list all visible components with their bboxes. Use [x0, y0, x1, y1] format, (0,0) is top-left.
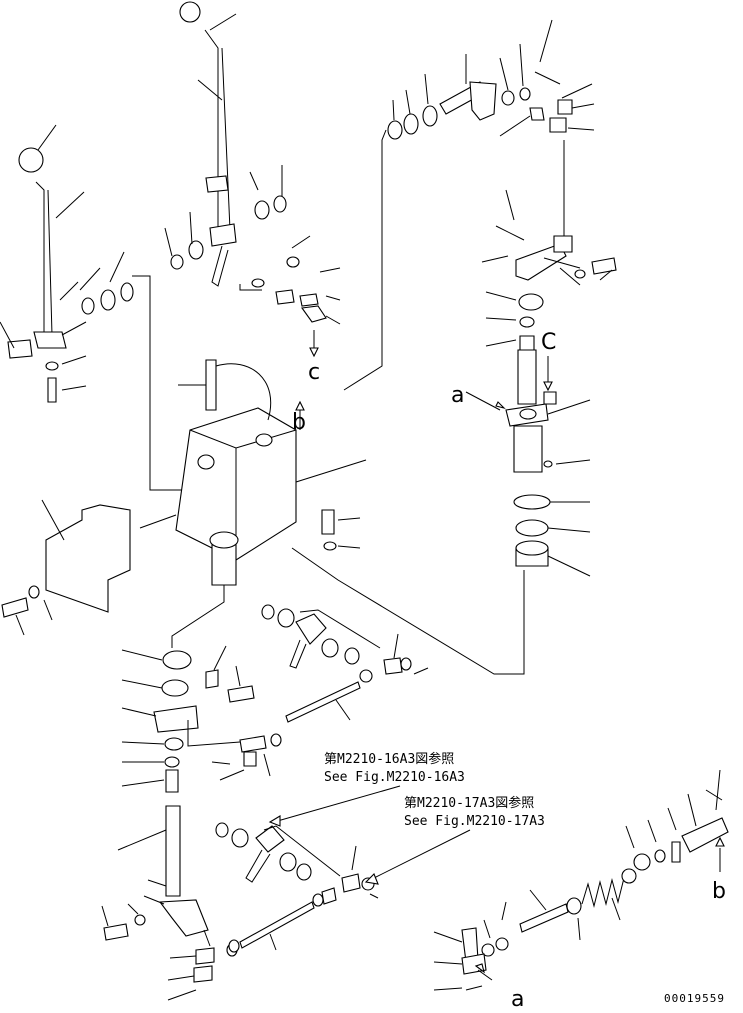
marker-b-bottom: b — [712, 879, 726, 904]
marker-c-top: C — [541, 330, 556, 355]
marker-a-bottom: a — [511, 987, 524, 1012]
reference-callout-2: 第M2210-17A3図参照 See Fig.M2210-17A3 — [364, 795, 545, 885]
lower-middle-linkage — [215, 822, 379, 953]
lower-right-assembly — [433, 769, 729, 991]
reference-callout-1: 第M2210-16A3図参照 See Fig.M2210-16A3 — [268, 751, 465, 827]
center-bracket — [175, 359, 367, 586]
middle-linkage — [211, 604, 429, 781]
marker-b-top: b — [292, 410, 306, 435]
marker-c-left: c — [308, 360, 320, 385]
right-upper-assembly — [343, 19, 595, 391]
center-lever-assembly — [164, 1, 341, 358]
ref2-jp-text: 第M2210-17A3図参照 — [404, 795, 534, 811]
lower-left-stack — [101, 585, 255, 1001]
left-cover-plate — [1, 499, 177, 636]
marker-a-top: a — [451, 383, 464, 408]
right-shaft-assembly — [291, 189, 617, 675]
ref1-jp-text: 第M2210-16A3図参照 — [324, 751, 454, 767]
figure-number: 00019559 — [664, 992, 725, 1005]
ref1-en-text: See Fig.M2210-16A3 — [324, 770, 465, 785]
left-lever-assembly — [0, 124, 185, 491]
ref2-en-text: See Fig.M2210-17A3 — [404, 814, 545, 829]
